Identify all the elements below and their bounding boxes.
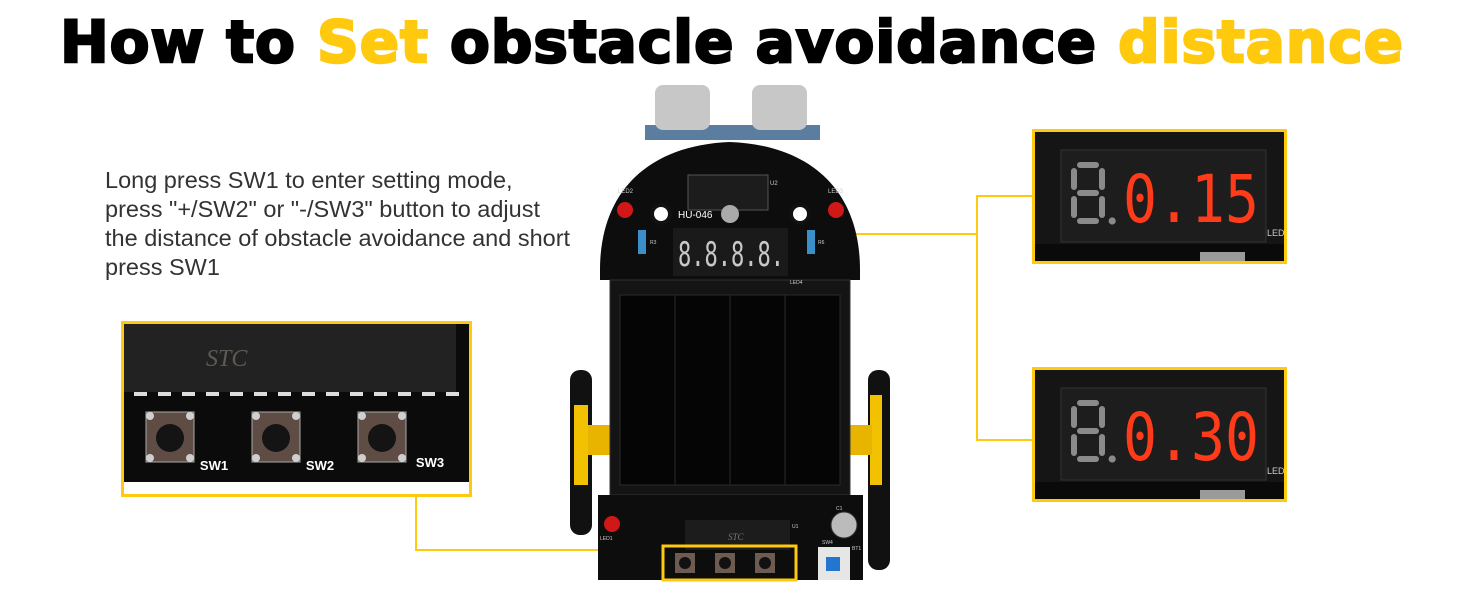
distance-reading: 0.15 xyxy=(1123,161,1259,238)
sw4-label: SW4 xyxy=(822,540,833,546)
segment-d xyxy=(1077,456,1099,462)
resistor-r6 xyxy=(807,230,815,254)
led4-label: LED4 xyxy=(790,280,803,286)
chip-label: STC xyxy=(728,532,745,542)
segment-c xyxy=(1099,196,1105,218)
led2 xyxy=(617,202,633,218)
connector-line xyxy=(976,195,978,441)
button-label: SW1 xyxy=(200,458,228,473)
title-highlight-distance: distance xyxy=(1117,7,1404,78)
r6-label: R6 xyxy=(818,240,825,246)
led3 xyxy=(828,202,844,218)
segment-g xyxy=(1077,428,1099,434)
title-text: How to xyxy=(59,7,318,78)
button-label: SW2 xyxy=(306,458,334,473)
chip-pin xyxy=(398,392,411,396)
connector-line xyxy=(762,233,978,235)
chip-pin xyxy=(278,392,291,396)
chip-label: STC xyxy=(206,346,248,372)
capacitor xyxy=(830,511,858,539)
segment-e xyxy=(1071,434,1077,456)
connector-line xyxy=(976,195,1034,197)
seven-segment-digit-unlit xyxy=(1071,400,1116,463)
title-text-middle: obstacle avoidance xyxy=(428,7,1119,78)
led1-label: LED1 xyxy=(600,536,613,542)
segment-g xyxy=(1077,190,1099,196)
seven-segment-digit-unlit xyxy=(1071,162,1116,225)
connector-line xyxy=(415,549,663,551)
buttons-highlight-box xyxy=(661,544,798,582)
segment-c xyxy=(1099,434,1105,456)
resistor-r3 xyxy=(638,230,646,254)
led1 xyxy=(604,516,620,532)
chip-pin xyxy=(422,392,435,396)
robot-car-photo: U2 LED2 LED3 HU-046 R3 R6 8.8.8.8. LED4 … xyxy=(570,85,890,582)
segment-e xyxy=(1071,196,1077,218)
c1-label: C1 xyxy=(836,506,843,512)
segment-b xyxy=(1099,168,1105,190)
r3-label: R3 xyxy=(650,240,657,246)
chip-pin xyxy=(302,392,315,396)
title-highlight-set: Set xyxy=(316,7,429,78)
u2-label: U2 xyxy=(770,181,778,187)
chip-pin xyxy=(230,392,243,396)
chip-pin xyxy=(158,392,171,396)
decimal-point xyxy=(1108,455,1116,463)
stc-chip xyxy=(124,324,456,392)
button-label: SW3 xyxy=(416,455,444,470)
chip-pin xyxy=(182,392,195,396)
button-sw3: SW3 xyxy=(357,411,444,470)
u1-label: U1 xyxy=(792,524,799,530)
led4-label: LED4 xyxy=(1267,466,1284,476)
buttons-closeup-inset: STC SW1 SW2 SW3 xyxy=(121,321,472,497)
page-title: How to Set obstacle avoidance distance xyxy=(0,7,1464,78)
led2-label: LED2 xyxy=(618,189,634,195)
led4-label: LED4 xyxy=(1267,228,1284,238)
chip-pin xyxy=(446,392,459,396)
decimal-point xyxy=(1108,217,1116,225)
connector-line xyxy=(976,439,1034,441)
led3-label: LED3 xyxy=(828,189,844,195)
segment-f xyxy=(1071,406,1077,428)
chip-pin xyxy=(374,392,387,396)
display-closeup-inset-1: 0.15LED4 xyxy=(1032,129,1287,264)
instruction-text: Long press SW1 to enter setting mode, pr… xyxy=(105,167,571,280)
segment-a xyxy=(1077,400,1099,406)
segment-d xyxy=(1077,218,1099,224)
chip-pin xyxy=(206,392,219,396)
chip-pin xyxy=(254,392,267,396)
display-closeup-inset-2: 0.30LED4 xyxy=(1032,367,1287,502)
distance-reading: 0.30 xyxy=(1123,399,1259,476)
robot-buttons xyxy=(675,553,775,573)
connector-line xyxy=(415,496,417,551)
robot-display-reading: 8.8.8.8. xyxy=(678,235,784,275)
button-sw1: SW1 xyxy=(145,411,228,473)
chip-pin xyxy=(134,392,147,396)
model-label: HU-046 xyxy=(678,210,713,221)
segment-a xyxy=(1077,162,1099,168)
segment-b xyxy=(1099,406,1105,428)
bt1-label: BT1 xyxy=(852,546,861,552)
segment-f xyxy=(1071,168,1077,190)
robot-seven-segment-display xyxy=(673,228,788,276)
button-sw2: SW2 xyxy=(251,411,334,473)
chip-pin xyxy=(350,392,363,396)
chip-pin xyxy=(326,392,339,396)
